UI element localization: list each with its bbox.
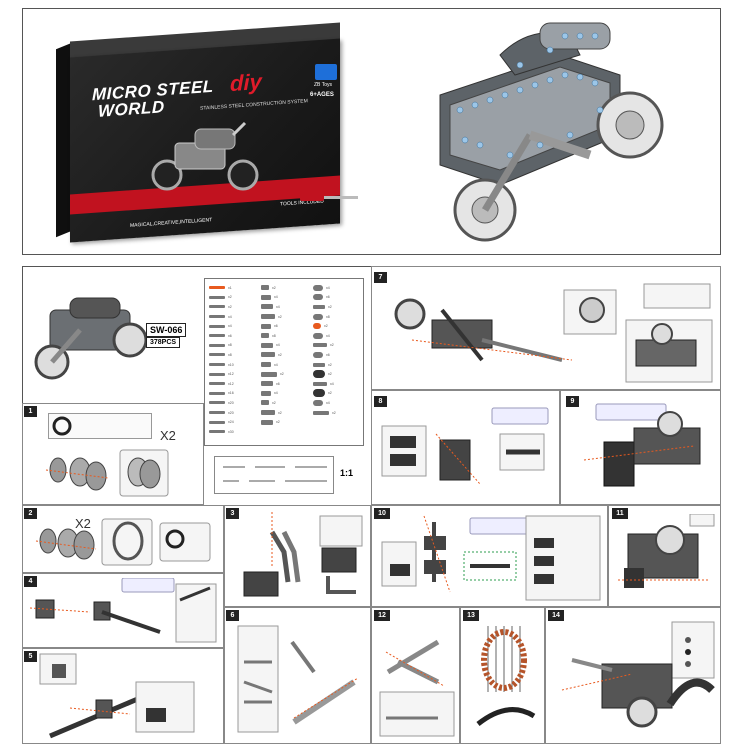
- step-14-badge: 14: [548, 610, 564, 621]
- step-6-badge: 6: [226, 610, 239, 621]
- step-8-badge: 8: [374, 396, 387, 407]
- model-pieces-label: 378PCS: [146, 337, 181, 348]
- parts-column-2: x2 x4 x4 x2 x6 x8 x4 x2 x4 x2 x6 x4 x2 x…: [261, 283, 311, 427]
- step-2-multiplier: X2: [75, 516, 91, 531]
- box-brand: diy: [230, 68, 262, 97]
- step-8-assembly: [381, 407, 549, 485]
- step-13-assembly: [476, 626, 536, 726]
- bolt-pattern: [456, 32, 604, 159]
- step-12-badge: 12: [374, 610, 390, 621]
- parts-column-1: x1 x2 x2 x4 x4 x6 x8 x8 x10 x12 x12 x16 …: [209, 283, 259, 437]
- step-2-badge: 2: [24, 508, 37, 519]
- brand-logo-icon: [315, 64, 337, 80]
- model-code-label: SW-066: [146, 323, 187, 337]
- step-4-assembly: [30, 578, 217, 643]
- step-13-badge: 13: [463, 610, 479, 621]
- step-10-badge: 10: [374, 508, 390, 519]
- step-1-multiplier: X2: [160, 428, 176, 443]
- step-11-assembly: [618, 514, 715, 588]
- step-10-assembly: [381, 515, 601, 601]
- step-11-badge: 11: [612, 508, 628, 519]
- step-9-assembly: [583, 403, 701, 487]
- step-5-assembly: [39, 653, 195, 739]
- parts-column-3: x4 x6 x2 x8 x2 x4 x2 x6 x2 x2 x4 x2 x4 x…: [313, 283, 363, 417]
- step-14-assembly: [561, 621, 715, 728]
- product-box-art: MICRO STEEL WORLD diy STAINLESS STEEL CO…: [56, 22, 360, 243]
- step-3-assembly: [243, 512, 363, 597]
- step-6-assembly: [237, 625, 359, 733]
- motorcycle-model-image: [439, 22, 664, 242]
- step-7-badge: 7: [374, 272, 387, 283]
- box-ages: 6+AGES: [310, 92, 334, 98]
- step-7-assembly: [394, 283, 713, 383]
- step-2-wheel-exploded: [35, 518, 211, 566]
- step-1-badge: 1: [24, 406, 37, 417]
- step-9-badge: 9: [566, 396, 579, 407]
- step-3-badge: 3: [226, 508, 239, 519]
- step-5-badge: 5: [24, 651, 37, 662]
- parts-list-table: x1 x2 x2 x4 x4 x6 x8 x8 x10 x12 x12 x16 …: [204, 278, 364, 446]
- scale-label: 1:1: [340, 468, 354, 478]
- tire-icon: [52, 416, 72, 436]
- step-1-wheel-exploded: [45, 449, 169, 497]
- screw-size-ruler: [214, 456, 334, 494]
- step-12-assembly: [379, 639, 455, 737]
- brand-logo-text: ZB Toys: [314, 82, 332, 88]
- box-motorcycle-image: [151, 121, 259, 191]
- model-overview-image: [34, 297, 148, 380]
- step-13-panel: [460, 607, 545, 744]
- step-4-badge: 4: [24, 576, 37, 587]
- screwdriver-icon: [300, 194, 358, 201]
